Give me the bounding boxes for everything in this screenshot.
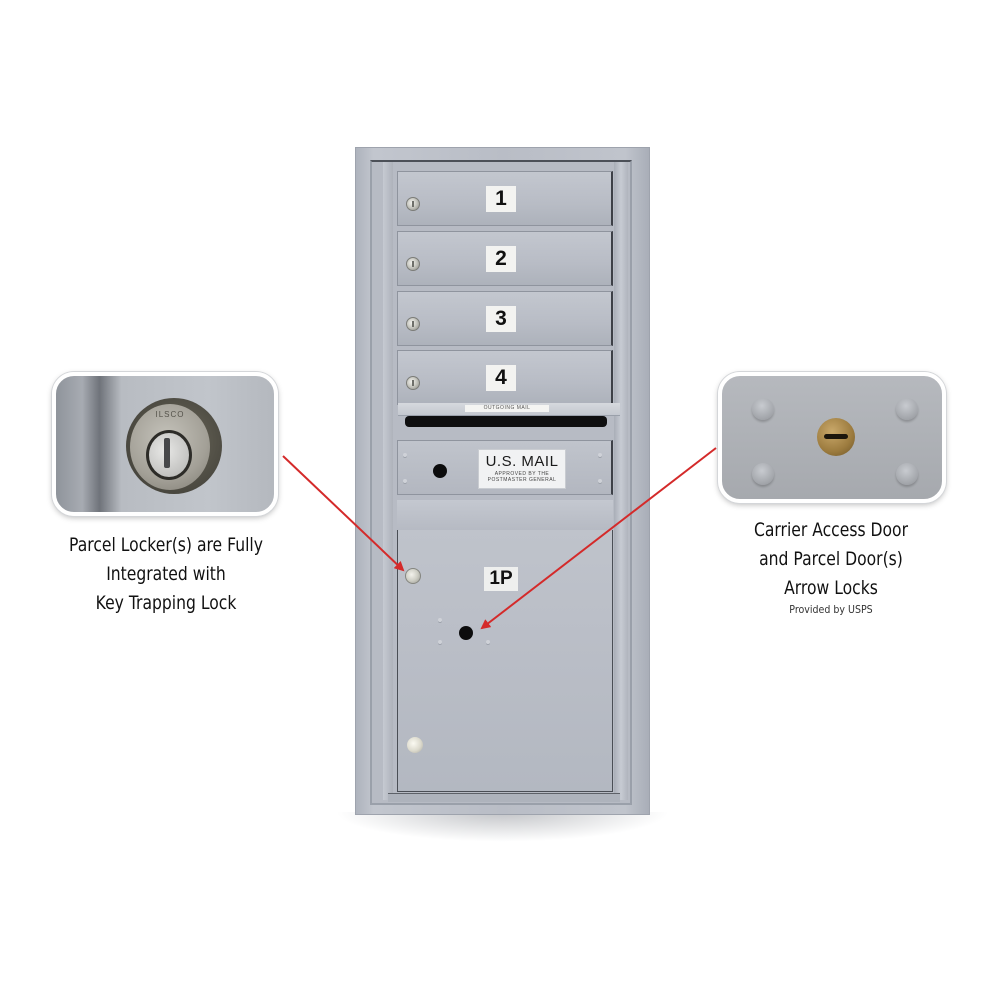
caption-line: Key Trapping Lock [95, 592, 237, 614]
key-slot-icon [164, 438, 170, 468]
tenant-lock-icon[interactable] [406, 317, 420, 331]
tenant-lock-icon[interactable] [406, 197, 420, 211]
tenant-lock-icon[interactable] [406, 257, 420, 271]
door-number-label: 2 [486, 246, 516, 272]
arrow-to-arrow-lock [480, 447, 717, 630]
outgoing-mail-label: OUTGOING MAIL [465, 405, 549, 412]
door-number-label: 1 [486, 186, 516, 212]
us-mail-plate: U.S. MAIL APPROVED BY THE POSTMASTER GEN… [478, 449, 566, 489]
parcel-locker-door[interactable]: 1P [397, 530, 613, 792]
frame-rail-right [614, 162, 628, 800]
rivet-icon [598, 479, 602, 483]
carrier-access-door[interactable]: U.S. MAIL APPROVED BY THE POSTMASTER GEN… [397, 440, 613, 495]
outgoing-mail-slot[interactable] [405, 416, 607, 427]
caption-line: Integrated with [106, 563, 226, 585]
arrow-lock-icon[interactable] [433, 464, 447, 478]
rivet-icon [598, 453, 602, 457]
callout-arrow-lock [718, 372, 946, 503]
rivet-icon [438, 640, 442, 644]
rivet-icon [486, 640, 490, 644]
door-number-label: 3 [486, 306, 516, 332]
rivet-icon [752, 398, 774, 420]
door-number-label: 4 [486, 365, 516, 391]
rivet-icon [896, 463, 918, 485]
frame-rail-left [383, 162, 393, 800]
frame-bottom-lip [388, 793, 620, 802]
door-knob-icon[interactable] [407, 737, 423, 753]
caption-line: Arrow Locks [784, 577, 878, 599]
caption-line: Parcel Locker(s) are Fully [69, 534, 263, 556]
key-trapping-lock-icon[interactable] [405, 568, 421, 584]
rivet-icon [403, 453, 407, 457]
parcel-locker-label: 1P [484, 567, 518, 591]
us-mail-title: U.S. MAIL [485, 453, 559, 470]
rivet-icon [438, 618, 442, 622]
caption-line: Carrier Access Door [753, 519, 908, 541]
tenant-lock-icon[interactable] [406, 376, 420, 390]
caption-key-trapping-lock: Parcel Locker(s) are Fully Integrated wi… [46, 531, 285, 618]
rivet-icon [896, 398, 918, 420]
arrow-lock-icon[interactable] [459, 626, 473, 640]
tenant-door-2[interactable]: 2 [397, 231, 613, 286]
unit-shadow [335, 812, 670, 842]
caption-arrow-locks: Carrier Access Door and Parcel Door(s) A… [711, 516, 950, 616]
rivet-icon [752, 463, 774, 485]
caption-line: and Parcel Door(s) [759, 548, 903, 570]
lock-brand-text: ILSCO [155, 410, 185, 419]
tenant-door-3[interactable]: 3 [397, 291, 613, 346]
arrow-to-parcel-lock [282, 455, 405, 572]
caption-subtext: Provided by USPS [789, 603, 873, 616]
key-slot-icon [824, 434, 848, 439]
callout-key-trapping-lock: ILSCO [52, 372, 278, 516]
us-mail-subtitle-1: APPROVED BY THE [494, 471, 550, 477]
rivet-icon [403, 479, 407, 483]
us-mail-subtitle-2: POSTMASTER GENERAL [487, 477, 557, 483]
tenant-door-1[interactable]: 1 [397, 171, 613, 226]
